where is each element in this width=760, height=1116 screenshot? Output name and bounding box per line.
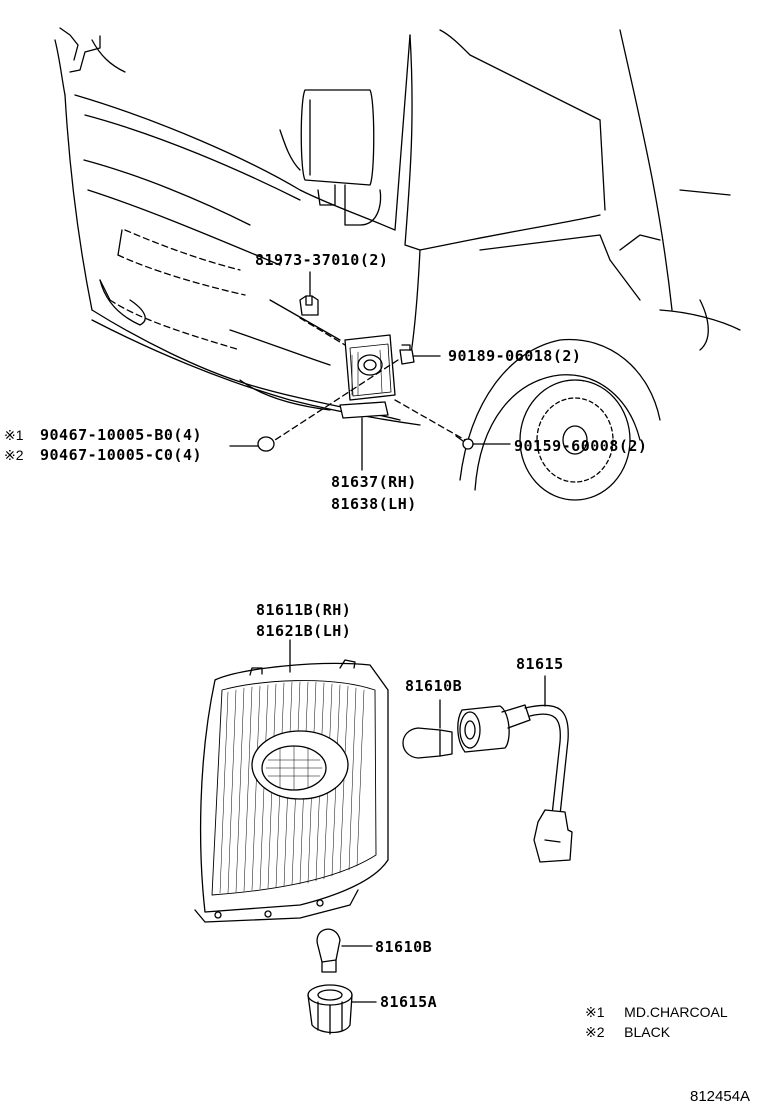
label-81637-rh: 81637(RH) [331,473,417,491]
clip-81973-37010 [300,296,318,315]
label-90467-10005-c0: 90467-10005-C0(4) [40,446,203,464]
label-81611b-rh: 81611B(RH) [256,601,352,619]
dashed-guide-90159 [395,400,465,440]
truck-cab-outline [55,28,740,500]
label-81973-37010: 81973-37010(2) [255,251,389,269]
illustration-reference-number: 812454A [690,1088,751,1105]
socket-81615a [308,985,352,1034]
corner-lamp-small [345,335,395,400]
label-81621b-lh: 81621B(LH) [256,622,352,640]
legend-item-1: ※1 MD.CHARCOAL [585,1002,728,1022]
legend-text-2: BLACK [624,1024,671,1040]
label-90467-10005-b0: 90467-10005-B0(4) [40,426,203,444]
color-legend: ※1 MD.CHARCOAL ※2 BLACK [585,1002,728,1042]
legend-mark-1: ※1 [585,1004,605,1020]
clip-90467-10005 [258,437,274,451]
dashed-guide-90189 [275,360,398,440]
mark-1: ※1 [4,427,24,443]
lamp-assembly-81611b [195,660,388,922]
legend-text-1: MD.CHARCOAL [624,1004,728,1020]
label-81610b-upper: 81610B [405,677,463,695]
label-81610b-lower: 81610B [375,938,433,956]
label-81615a: 81615A [380,993,438,1011]
socket-harness-81615 [458,705,572,862]
mark-2: ※2 [4,447,24,463]
screw-90159-60008 [456,436,473,449]
bulb-81610b-lower [317,929,340,972]
dashed-guide-81973 [300,318,345,345]
label-90189-06018: 90189-06018(2) [448,347,582,365]
label-81638-lh: 81638(LH) [331,495,417,513]
legend-mark-2: ※2 [585,1024,605,1040]
label-81615: 81615 [516,655,564,673]
label-90159-60008: 90159-60008(2) [514,437,648,455]
legend-item-2: ※2 BLACK [585,1022,728,1042]
nut-90189-06018 [400,345,414,364]
bulb-81610b-upper [403,728,452,758]
gasket-81637 [340,402,388,418]
